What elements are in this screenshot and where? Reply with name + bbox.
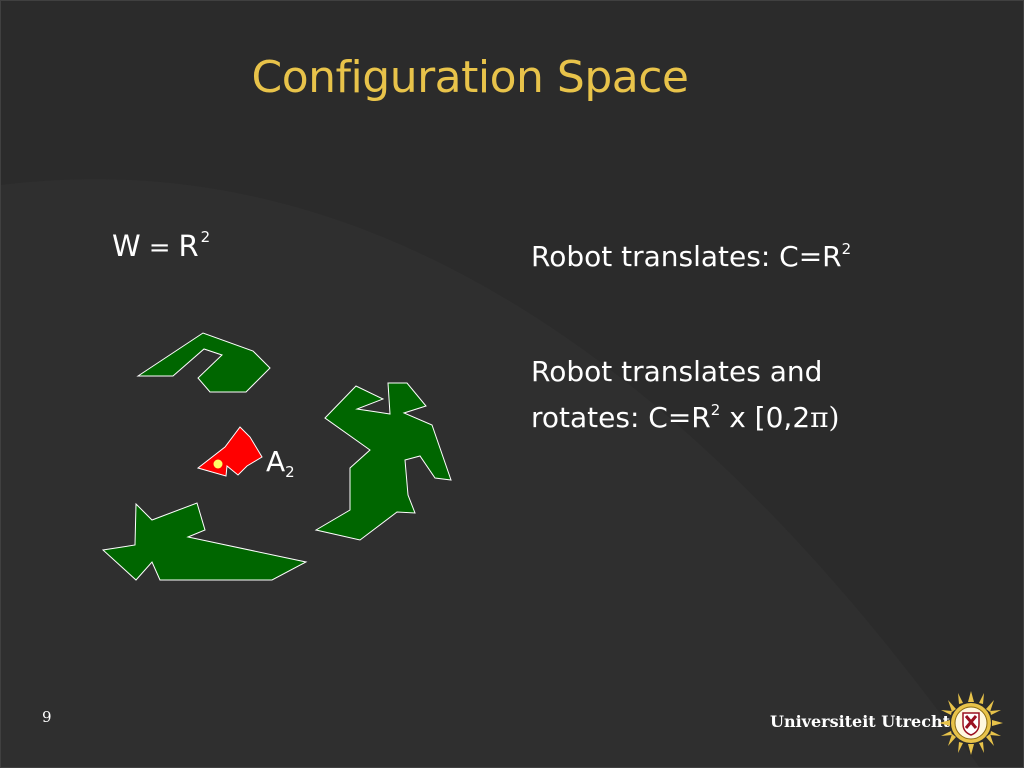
translates-exponent: 2 bbox=[841, 240, 852, 258]
background-swoosh bbox=[0, 179, 980, 768]
robot-label: A2 bbox=[266, 445, 295, 481]
rotates-text: Robot translates and rotates: C=R2 x [0,… bbox=[531, 353, 839, 437]
robot-reference-point bbox=[213, 459, 223, 469]
translates-text: Robot translates: C=R2 bbox=[531, 230, 851, 276]
rotates-exponent: 2 bbox=[710, 401, 721, 419]
pi-symbol: π bbox=[810, 401, 829, 434]
page-number: 9 bbox=[42, 708, 52, 726]
rotates-line2: rotates: C=R2 x [0,2π) bbox=[531, 391, 839, 437]
rotates-suffix: x [0,2 bbox=[720, 401, 811, 434]
robot-label-subscript: 2 bbox=[285, 463, 295, 481]
workspace-exponent: 2 bbox=[200, 228, 211, 246]
workspace-lhs: W bbox=[112, 229, 141, 263]
rotates-prefix: rotates: C=R bbox=[531, 401, 711, 434]
university-seal-icon bbox=[939, 691, 1003, 755]
workspace-rhs: R bbox=[178, 229, 199, 263]
translates-label: Robot translates: C=R bbox=[531, 240, 842, 273]
rotates-line1: Robot translates and bbox=[531, 355, 823, 388]
slide-title: Configuration Space bbox=[251, 52, 689, 103]
obstacle-right bbox=[314, 382, 452, 541]
obstacle-top bbox=[136, 332, 271, 393]
robot-label-letter: A bbox=[266, 445, 286, 478]
interval-close: ) bbox=[828, 401, 840, 434]
equals-sign: = bbox=[148, 233, 171, 263]
obstacle-bottom bbox=[101, 502, 308, 581]
university-name: Universiteit Utrecht bbox=[770, 712, 950, 731]
